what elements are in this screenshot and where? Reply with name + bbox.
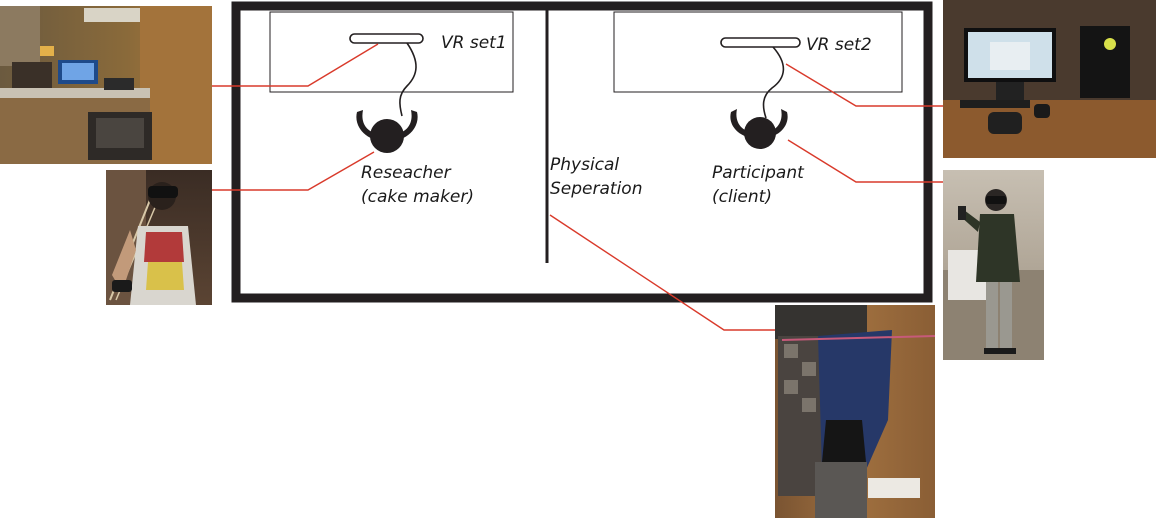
leader-vr-set2 (785, 63, 945, 107)
photo-participant (943, 170, 1044, 360)
label-participant: Participant (712, 163, 805, 183)
researcher-figure (356, 110, 418, 153)
cable-vr-set2 (762, 46, 785, 119)
label-vr-set2: VR set2 (806, 35, 872, 55)
cable-vr-set1 (399, 42, 417, 117)
label-vr-set1: VR set1 (441, 33, 507, 53)
label-separation: Seperation (550, 179, 642, 199)
vr-headset-2 (720, 37, 801, 48)
photo-physical-separation (775, 305, 936, 518)
photo-researcher-station (0, 6, 212, 164)
vr-headset-1 (349, 33, 424, 44)
desk-vr-set1 (269, 11, 514, 93)
label-participant-role: (client) (712, 187, 772, 207)
participant-figure (730, 109, 788, 149)
label-researcher: Reseacher (361, 163, 452, 183)
leader-separation (549, 214, 780, 331)
leader-participant (787, 139, 945, 183)
photo-participant-station (943, 0, 1156, 158)
leader-researcher (212, 151, 375, 191)
leader-vr-set1 (212, 43, 379, 87)
photo-researcher (106, 170, 212, 305)
desk-vr-set2 (613, 11, 903, 93)
label-researcher-role: (cake maker) (361, 187, 474, 207)
label-physical: Physical (550, 155, 619, 175)
